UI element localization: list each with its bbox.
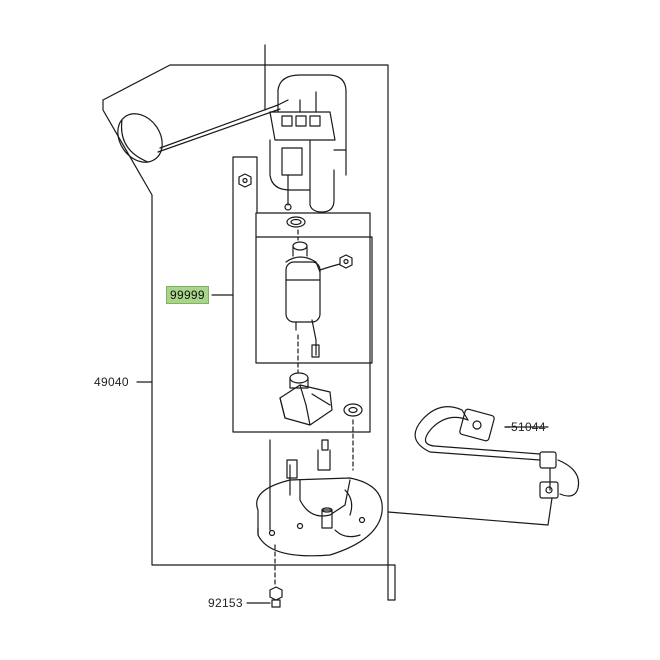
part-number-49040[interactable]: 49040 bbox=[94, 375, 129, 389]
pump-nut-icon bbox=[340, 255, 352, 268]
pump-flange-icon bbox=[257, 440, 383, 556]
bolt-icon bbox=[247, 587, 282, 607]
guide-lines bbox=[270, 230, 353, 585]
fuel-hose-icon bbox=[415, 407, 578, 498]
part-number-51044[interactable]: 51044 bbox=[511, 420, 546, 434]
small-nut-icon bbox=[239, 174, 251, 187]
part-number-99999[interactable]: 99999 bbox=[166, 286, 209, 304]
part-number-92153[interactable]: 92153 bbox=[208, 596, 243, 610]
fuel-pump-icon bbox=[286, 242, 340, 357]
o-ring-icon bbox=[287, 217, 305, 227]
assembly-outline-49040 bbox=[103, 45, 395, 600]
float-arm-icon bbox=[109, 100, 288, 171]
pump-module-housing-icon bbox=[270, 75, 346, 212]
inner-outline-99999 bbox=[212, 157, 372, 432]
pump-holder-icon bbox=[280, 373, 332, 425]
hose-leader-line bbox=[388, 498, 552, 525]
washer-icon bbox=[344, 404, 362, 416]
